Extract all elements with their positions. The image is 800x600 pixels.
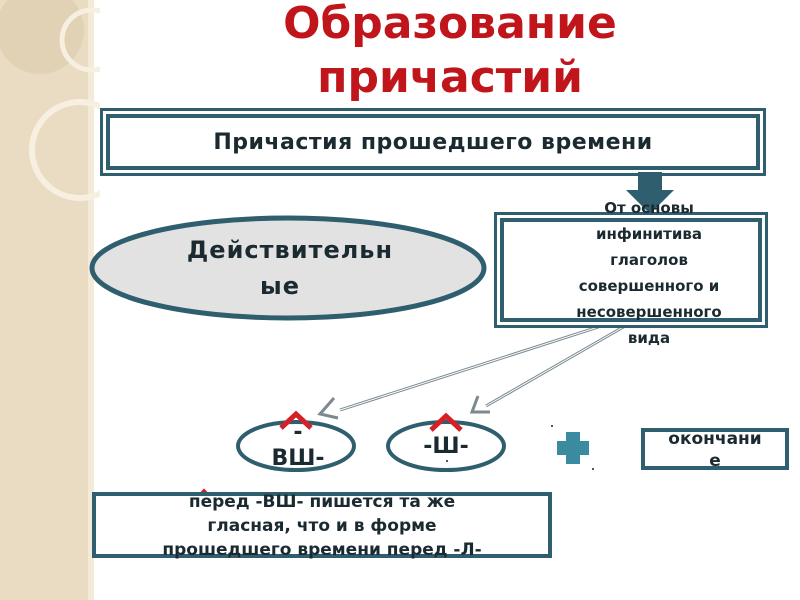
stem-line: От основы — [604, 199, 694, 217]
note-line: гласная, что и в форме — [207, 516, 437, 536]
stem-line: вида — [627, 329, 671, 347]
down-arrow-icon — [626, 190, 674, 214]
suffix-vsh-text: ВШ- — [271, 446, 325, 471]
side-strip-edge — [88, 0, 94, 600]
suffix-sh: -Ш- — [423, 434, 469, 459]
suffix-vsh-dash: - — [293, 420, 303, 445]
infinitive-stem-text: От основы инфинитива глаголов совершенно… — [500, 195, 798, 351]
down-arrow-icon-shaft — [638, 172, 662, 192]
plus-icon — [557, 441, 589, 455]
note-text: перед -ВШ- пишется та же гласная, что и … — [92, 490, 552, 562]
caret-up-icon — [279, 410, 313, 430]
participle-type-line1: Действительн — [186, 236, 394, 264]
suffix-vsh-oval — [236, 420, 356, 472]
participle-type-ellipse — [89, 215, 487, 321]
caret-up-icon — [429, 412, 463, 432]
arrowhead-vsh — [317, 397, 339, 420]
slide-title-line1: Образование — [283, 0, 617, 49]
stem-line: несовершенного — [576, 303, 722, 321]
participle-type-label: Действительн ые — [160, 232, 420, 304]
participle-type-line2: ые — [260, 272, 300, 300]
note-box — [92, 492, 552, 558]
arrowhead-sh — [469, 395, 490, 414]
ending-line1: окончани — [668, 429, 762, 449]
note-line: перед -ВШ- пишется та же — [188, 492, 456, 512]
speck — [446, 460, 448, 462]
ending-box — [641, 428, 789, 470]
speck — [551, 425, 553, 427]
suffix-vsh: - ВШ- — [238, 420, 358, 472]
ending-text: окончани е — [641, 428, 789, 472]
subtitle: Причастия прошедшего времени — [213, 129, 653, 155]
ending-line2: е — [709, 451, 721, 471]
subtitle-box: Причастия прошедшего времени — [106, 114, 760, 170]
suffix-sh-oval — [386, 420, 506, 472]
stem-line: совершенного и — [578, 277, 720, 295]
stem-line: инфинитива — [596, 225, 702, 243]
infinitive-stem-box — [500, 218, 762, 322]
note-line: прошедшего времени перед -Л- — [162, 540, 482, 560]
speck — [592, 468, 594, 470]
stem-line: глаголов — [610, 251, 688, 269]
slide-title-line2: причастий — [317, 52, 583, 103]
decorative-circles — [0, 0, 100, 201]
